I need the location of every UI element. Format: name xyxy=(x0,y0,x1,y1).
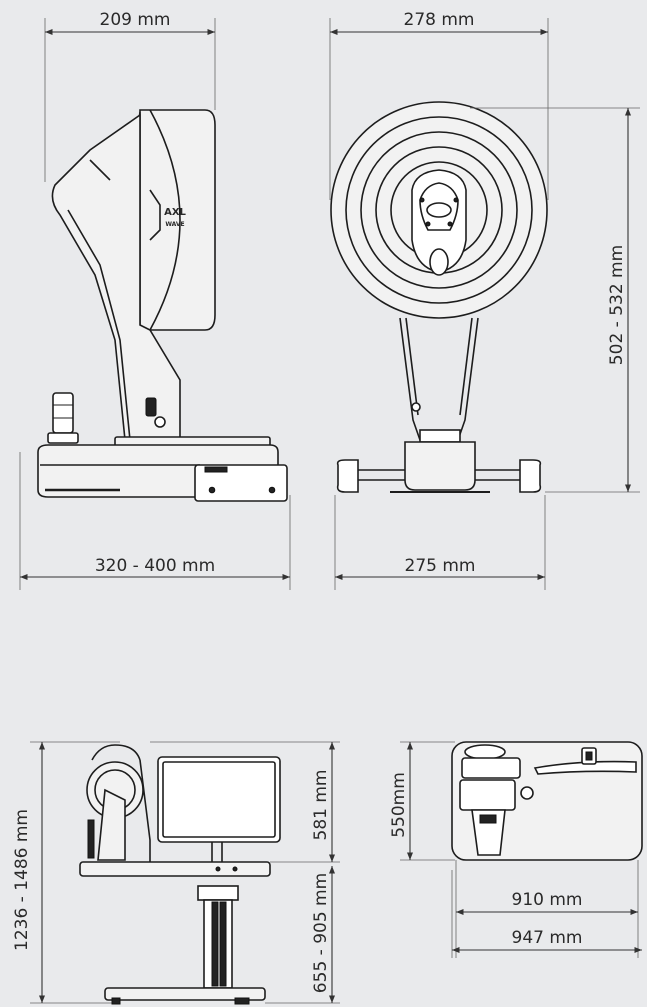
logo-text-line1: AXL xyxy=(164,207,186,218)
dim-label-front-width: 278 mm xyxy=(404,10,475,30)
dim-label-table-height: 655 - 905 mm xyxy=(311,873,331,993)
instrument-neck xyxy=(51,113,181,441)
front-base-column xyxy=(404,441,476,491)
dim-label-base-width: 275 mm xyxy=(405,556,476,576)
table-side-view: 1236 - 1486 mm 581 mm 655 - 905 mm xyxy=(12,741,340,1005)
dim-label-front-height: 502 - 532 mm xyxy=(607,245,627,365)
eyepiece-icon xyxy=(426,202,452,218)
front-view: 278 mm 275 mm xyxy=(329,10,640,590)
dim-label-top-width-inner: 910 mm xyxy=(512,890,583,910)
dim-label-monitor-height: 581 mm xyxy=(311,770,331,841)
joystick-icon xyxy=(52,392,74,434)
dim-label-top-width-outer: 947 mm xyxy=(512,928,583,948)
head-unit-shell xyxy=(139,109,216,331)
base-drawer xyxy=(194,464,288,502)
side-view: 209 mm AXL WAVE xyxy=(19,10,291,590)
dim-label-side-width: 209 mm xyxy=(100,10,171,30)
tabletop xyxy=(79,861,271,877)
dim-label-top-depth: 550mm xyxy=(389,772,409,838)
table-top-view: 550mm 910 mm 947 mm xyxy=(389,741,643,958)
monitor-plan xyxy=(533,760,637,775)
logo-text-line2: WAVE xyxy=(165,221,184,228)
table-foot xyxy=(104,987,266,1001)
dim-label-table-total-height: 1236 - 1486 mm xyxy=(12,809,32,951)
monitor-icon xyxy=(157,756,281,843)
dim-label-base-depth: 320 - 400 mm xyxy=(95,556,215,576)
